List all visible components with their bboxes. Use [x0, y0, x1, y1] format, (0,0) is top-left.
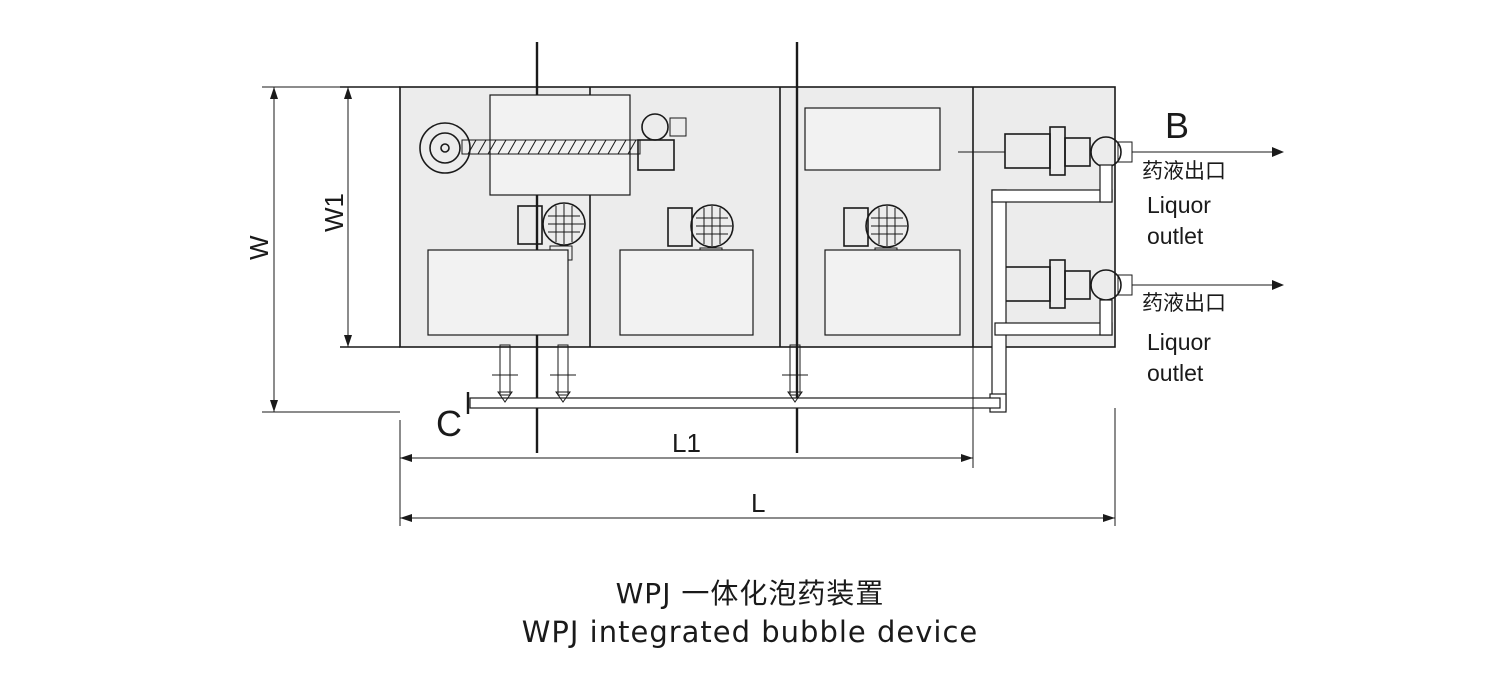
outlet-arrow-2 [1132, 280, 1284, 290]
outlet-arrow-1 [1132, 147, 1284, 157]
control-panel [804, 107, 941, 171]
dimension-w1: W1 [319, 87, 352, 347]
mixer-motor-1 [517, 202, 586, 261]
outlet-2-label-cn: 药液出口 [1142, 291, 1226, 315]
outlet-2-label-en-1: Liquor [1147, 329, 1211, 355]
outlet-1-label-cn: 药液出口 [1142, 159, 1226, 183]
valve-1 [492, 344, 518, 403]
outlet-2-label-en-2: outlet [1147, 360, 1204, 386]
caption-title-cn: WPJ 一体化泡药装置 [615, 577, 885, 610]
powder-feeder [419, 94, 687, 196]
mixer-motor-2 [667, 204, 734, 263]
dimension-w: W [244, 86, 400, 413]
drain-manifold [466, 344, 1001, 414]
outlet-1-label-en-1: Liquor [1147, 192, 1211, 218]
lower-windows [427, 249, 961, 336]
inlet-marker-c: C [436, 403, 462, 444]
dimension-l: L [399, 408, 1116, 526]
dimension-l1: L1 [399, 347, 974, 468]
dimension-l-label: L [751, 488, 765, 518]
outlet-marker-b: B [1165, 105, 1189, 146]
pump-piping [989, 164, 1113, 413]
dimension-l1-label: L1 [672, 428, 701, 458]
dimension-w-label: W [244, 235, 274, 260]
valve-2 [550, 344, 576, 403]
caption-title-en: WPJ integrated bubble device [521, 615, 979, 649]
dimension-w1-label: W1 [319, 193, 349, 232]
valve-3 [782, 344, 808, 403]
outlet-1-label-en-2: outlet [1147, 223, 1204, 249]
